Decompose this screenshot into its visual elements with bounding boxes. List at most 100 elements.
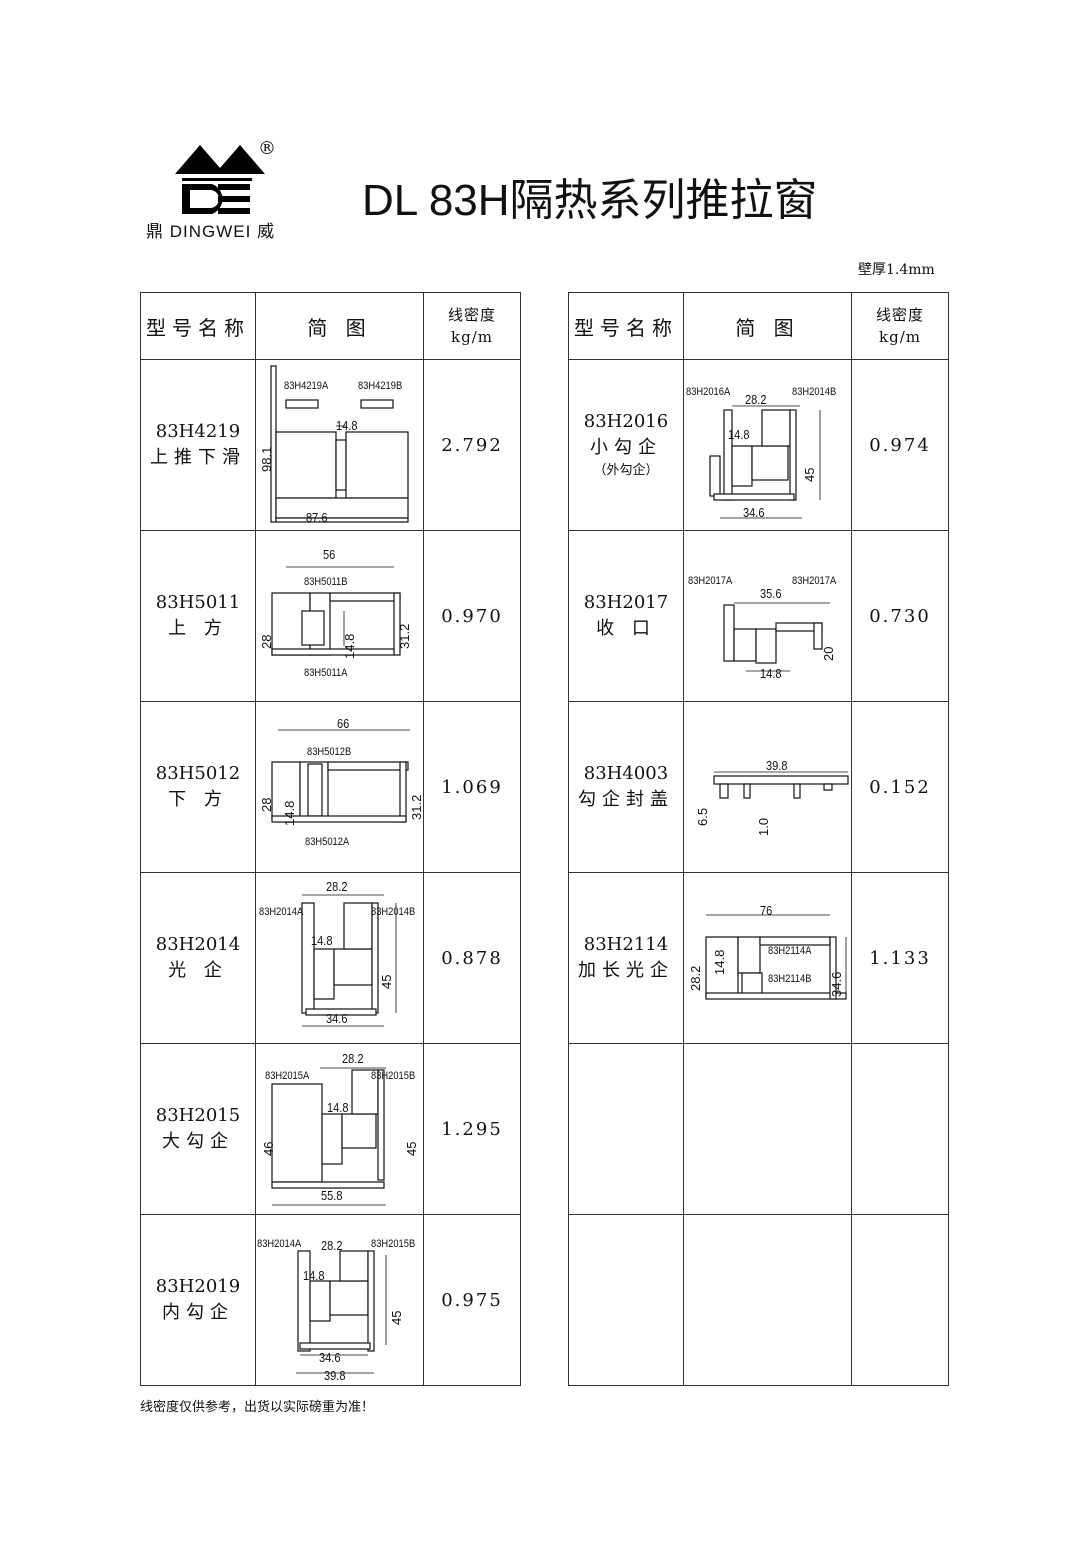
profile-section	[813, 622, 823, 650]
profile-section	[339, 1250, 369, 1282]
dimension-label: 45	[802, 467, 817, 482]
footnote: 线密度仅供参考，出货以实际磅重为准！	[140, 1400, 375, 1415]
profile-section	[329, 1280, 369, 1316]
density-value: 0.730	[851, 530, 949, 702]
table-row	[568, 1043, 949, 1215]
model-cell	[568, 1043, 684, 1215]
profile-drawing	[723, 602, 830, 672]
profile-section	[309, 1280, 331, 1322]
density-value: 2.792	[423, 359, 521, 531]
part-number-label: 83H2014A	[259, 906, 304, 918]
model-name: 加长光企	[578, 960, 674, 981]
part-number-label: 83H5012A	[305, 836, 350, 848]
part-number-label: 83H5011A	[304, 667, 348, 679]
part-number-label: 83H5012B	[307, 746, 352, 758]
wall-thickness-note: 壁厚1.4mm	[858, 262, 935, 278]
dimension-label: 45	[404, 1141, 419, 1156]
profile-section	[743, 783, 751, 799]
logo-en: DINGWEI	[169, 222, 252, 241]
header-model: 型号名称	[140, 292, 256, 360]
profile-section	[345, 431, 409, 499]
header-density-label: 线密度	[875, 306, 924, 324]
dimension-label: 28.2	[326, 879, 348, 894]
profile-section	[751, 445, 789, 481]
dimension-label: 34.6	[829, 971, 844, 997]
profile-section	[299, 1342, 371, 1350]
density-value: 1.295	[423, 1043, 521, 1215]
profile-section	[705, 992, 847, 1000]
dimension-label: 6.5	[695, 807, 710, 826]
page-title: DL 83H隔热系列推拉窗	[362, 176, 818, 225]
dimension-label: 14.8	[282, 800, 297, 826]
part-number-label: 83H2114B	[768, 973, 812, 985]
model-number: 83H2019	[155, 1276, 241, 1297]
dimension-label: 28.2	[321, 1238, 343, 1253]
profile-section	[301, 610, 325, 646]
diagram-cell	[683, 1043, 852, 1215]
registered-mark: ®	[258, 138, 276, 159]
model-name: 勾企封盖	[578, 789, 674, 810]
profile-section	[719, 783, 729, 799]
profile-section	[335, 439, 347, 491]
dimension-label: 34.6	[326, 1011, 348, 1026]
density-value: 1.133	[851, 872, 949, 1044]
density-value	[851, 1214, 949, 1386]
model-number: 83H2114	[583, 934, 669, 955]
dimension-label: 87.6	[306, 510, 328, 525]
profile-section	[823, 783, 833, 791]
profile-section	[723, 409, 733, 501]
model-number: 83H5011	[155, 592, 241, 613]
dimension-label: 45	[389, 1310, 404, 1325]
model-number: 83H2016	[583, 411, 669, 432]
profile-drawing	[271, 566, 401, 656]
profile-section	[377, 1069, 385, 1181]
dimension-label: 56	[323, 547, 336, 562]
profile-section	[713, 493, 795, 501]
model-name: 大勾企	[162, 1131, 234, 1152]
dimension-label: 66	[337, 716, 350, 731]
profile-drawing	[296, 1250, 387, 1374]
dingwei-logo: ®	[170, 138, 290, 238]
header-density-unit: kg/m	[879, 328, 921, 346]
logo-text: 鼎 DINGWEI 威	[146, 217, 275, 242]
profile-section	[341, 1113, 377, 1149]
profile-section	[297, 1250, 311, 1352]
model-number: 83H4003	[583, 763, 669, 784]
header-density-label: 线密度	[447, 306, 496, 324]
profile-section	[285, 399, 319, 409]
dimension-label: 39.8	[766, 758, 788, 773]
profile-section	[761, 409, 791, 447]
profile-section	[271, 815, 407, 823]
profile-section	[360, 399, 394, 409]
dimension-label: 31.2	[409, 794, 424, 820]
header-diagram: 简 图	[255, 292, 424, 360]
profile-section	[733, 628, 757, 662]
profile-drawing	[705, 914, 847, 1000]
density-value: 0.974	[851, 359, 949, 531]
profile-section	[351, 1069, 379, 1115]
model-name: 内勾企	[162, 1302, 234, 1323]
model-cell: 83H2114 加长光企	[568, 872, 684, 1044]
profile-drawing	[301, 894, 397, 1027]
dimension-label: 39.8	[324, 1368, 346, 1383]
density-value: 1.069	[423, 701, 521, 873]
